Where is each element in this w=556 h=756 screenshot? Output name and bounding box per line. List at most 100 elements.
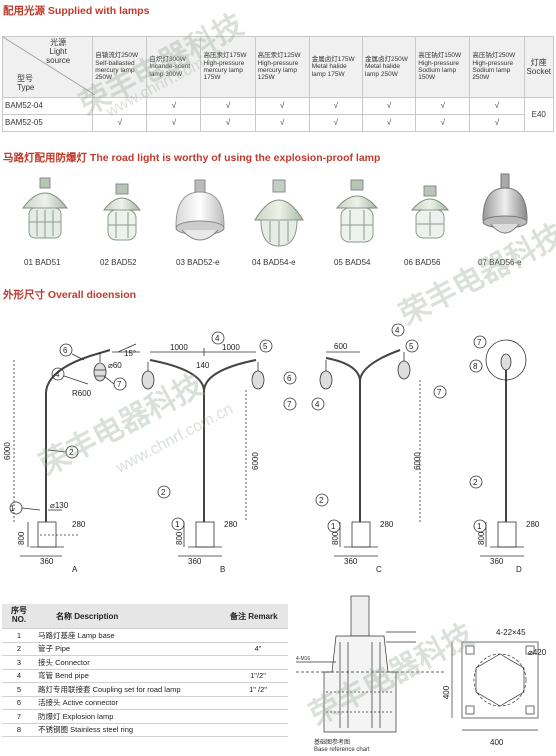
dim-800-c: 800 <box>331 531 340 545</box>
row-no: 5 <box>2 682 36 697</box>
drawing-a <box>9 343 140 557</box>
check-cell: √ <box>200 97 256 115</box>
row-name: 防爆灯 Explosion lamp <box>36 709 228 724</box>
lamp-label: 01 BAD51 <box>24 258 61 267</box>
balloon-6-b: 6 <box>287 374 292 383</box>
dim-360-b: 360 <box>188 557 202 566</box>
row-name: 马路灯基座 Lamp base <box>36 628 228 643</box>
col-header-4: 高压汞灯125W High-pressure mercury lamp 125W <box>254 36 310 98</box>
table-row: BAM52-05 √ √ √ √ √ √ √ √ <box>1 114 554 132</box>
dim-r600: R600 <box>72 389 92 398</box>
table-corner-cell: 光源 Light source 型号 Type <box>1 36 95 98</box>
row-name: 不锈钢圈 Stainless steel ring <box>36 723 228 737</box>
balloon-4b-c: 4 <box>315 400 320 409</box>
dim-15deg: 15° <box>124 349 136 358</box>
label-a: A <box>72 565 78 574</box>
drawing-c <box>311 323 447 557</box>
row-no: 2 <box>2 642 36 656</box>
balloon-7-b: 7 <box>287 400 292 409</box>
label-c: C <box>376 565 382 574</box>
lamp-bad51-icon <box>22 177 68 239</box>
row-remark <box>228 628 288 643</box>
check-cell: √ <box>92 114 148 132</box>
row-remark <box>228 696 288 710</box>
dim-h400: 400 <box>442 685 452 700</box>
balloon-5-c: 5 <box>409 342 414 351</box>
row-no: 7 <box>2 709 36 724</box>
dim-hole: 4-22×45 <box>496 628 526 637</box>
dim-360-d: 360 <box>490 557 504 566</box>
lamp-bad52-icon <box>102 183 142 241</box>
row-no: 3 <box>2 655 36 670</box>
dim-1000-b-right: 1000 <box>222 343 240 352</box>
lamp-label: 06 BAD56 <box>404 258 441 267</box>
row-name: 弯管 Bend pipe <box>36 669 228 683</box>
socket-value: E40 <box>523 97 555 132</box>
dim-d60: ⌀60 <box>108 361 122 370</box>
balloon-2-c: 2 <box>319 496 324 505</box>
check-cell: √ <box>361 114 417 132</box>
lamp-label: 04 BAD54-e <box>252 258 296 267</box>
balloon-2-d: 2 <box>473 478 478 487</box>
balloon-4-b: 4 <box>215 334 220 343</box>
balloon-7-c: 7 <box>437 388 442 397</box>
lamp-bad54e-icon <box>254 179 304 247</box>
label-d: D <box>516 565 522 574</box>
check-cell: √ <box>308 114 363 132</box>
dim-1000-b-left: 1000 <box>170 343 188 352</box>
check-cell: √ <box>254 97 310 115</box>
row-no: 1 <box>2 628 36 643</box>
col-header-2: 白炽灯300W Incande-scent lamp 300W <box>146 36 202 98</box>
dim-280-b: 280 <box>224 520 238 529</box>
check-cell: √ <box>146 114 202 132</box>
check-cell: √ <box>415 97 471 115</box>
table-row: BAM52-04 √ √ √ √ √ √ √ E40 <box>1 97 555 132</box>
col-header-8: 高压钠灯250W High-pressure Sodium lamp 250W <box>469 36 525 98</box>
col-header-6: 金属卤灯250W Metal halide lamp 250W <box>361 36 417 98</box>
balloon-8-d: 8 <box>473 362 478 371</box>
dim-360-c: 360 <box>344 557 358 566</box>
base-chart-caption: 基础图参考图 Base reference chart <box>314 740 370 753</box>
dim-800-a: 800 <box>17 531 26 545</box>
row-name: 接头 Connector <box>36 655 228 670</box>
dim-280-a: 280 <box>72 520 86 529</box>
lamp-photos <box>22 173 528 247</box>
check-cell: √ <box>469 114 525 132</box>
col-header-7: 高压钠灯150W High-pressure Sodium lamp 150W <box>415 36 471 98</box>
col-header-5: 金属卤灯175W Metal halide lamp 175W <box>308 36 363 98</box>
dim-d130: ⌀130 <box>50 501 69 510</box>
lamp-label: 02 BAD52 <box>100 258 137 267</box>
col-remark: 备注 Remark <box>228 604 288 629</box>
dim-d420: ⌀420 <box>528 648 547 657</box>
col-name: 名称 Description <box>36 604 228 629</box>
lamp-bad52e-icon <box>175 179 225 241</box>
balloon-1-d: 1 <box>477 522 482 531</box>
section-title-road-light: 马路灯配用防爆灯 The road light is worthy of usi… <box>3 152 381 164</box>
check-cell: √ <box>415 114 471 132</box>
balloon-2-a: 2 <box>69 448 74 457</box>
light-source-table: 光源 Light source 型号 Type 自镇流灯250W Self-ba… <box>1 36 555 132</box>
lamp-label: 03 BAD52-e <box>176 258 220 267</box>
drawing-d <box>469 335 527 557</box>
lamp-bad54-icon <box>335 179 379 243</box>
row-no: 4 <box>2 669 36 683</box>
row-no: 6 <box>2 696 36 710</box>
lamp-bad56e-icon <box>482 173 528 234</box>
dim-w400: 400 <box>490 738 504 747</box>
dim-140: 140 <box>196 361 210 370</box>
row-no: 8 <box>2 723 36 737</box>
lamp-label: 05 BAD54 <box>334 258 371 267</box>
dim-6000-c: 6000 <box>413 452 422 470</box>
dim-800-d: 800 <box>477 531 486 545</box>
dim-600-c: 600 <box>334 342 348 351</box>
balloon-4-a: 4 <box>55 370 60 379</box>
balloon-1-b: 1 <box>175 520 180 529</box>
